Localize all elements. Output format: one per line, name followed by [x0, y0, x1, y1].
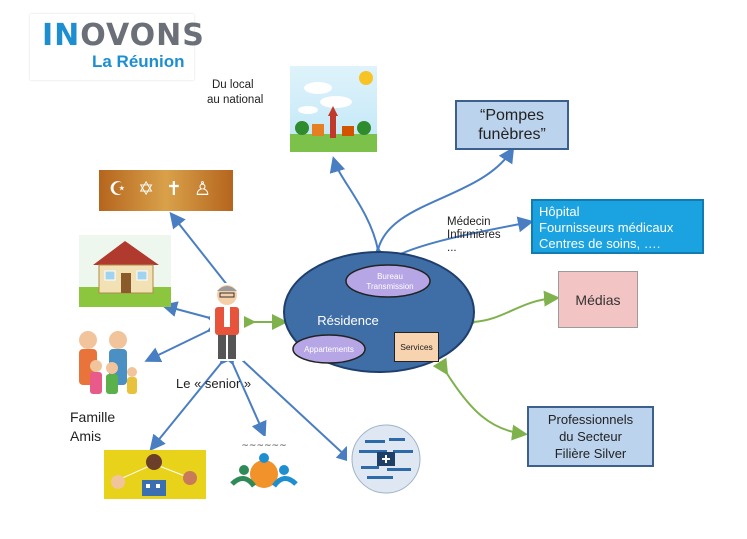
- residence-title: Résidence: [317, 313, 379, 328]
- pros-line2: du Secteur: [559, 429, 622, 444]
- local-national-label: Du local au national: [207, 78, 263, 108]
- medecin-line2: Infirmières: [447, 229, 501, 241]
- bureau-line2: Transmission: [366, 282, 414, 291]
- arrow-senior-globe: [225, 343, 353, 463]
- famille-line: Famille: [70, 409, 116, 425]
- senior-figure: [210, 283, 244, 361]
- network-picture: [104, 450, 206, 499]
- religious-symbols-icon: ☪✡✝♙: [109, 178, 223, 200]
- local-national-line1: Du local: [212, 79, 254, 91]
- house-picture: [79, 235, 171, 307]
- medecin-label: Médecin Infirmières ...: [447, 216, 501, 255]
- health-word-globe-icon: [351, 424, 421, 494]
- logo-prefix: IN: [42, 18, 81, 53]
- arrow-senior-network: [149, 347, 236, 452]
- medecin-line3: ...: [447, 242, 457, 254]
- pompes-funebres-box: “Pompes funèbres”: [455, 100, 569, 150]
- senior-label: Le « senior »: [176, 376, 252, 391]
- village-icon: [290, 71, 377, 152]
- globe-picture: [347, 420, 425, 498]
- famille-amis-label: Famille Amis: [70, 408, 115, 446]
- brand-logo: INOVONS La Réunion: [30, 14, 204, 80]
- bureau-label: Bureau Transmission: [348, 272, 432, 292]
- associations-picture: ~~~~~~: [222, 436, 306, 499]
- pros-line3: Filière Silver: [554, 446, 627, 461]
- services-box: Services: [394, 332, 439, 362]
- local-national-line2: au national: [207, 94, 264, 106]
- pros-line1: Professionnels: [547, 412, 634, 427]
- hopital-box: Hôpital Fournisseurs médicaux Centres de…: [531, 199, 704, 254]
- network-people-icon: [111, 454, 197, 496]
- arrow-residence-village: [329, 156, 389, 264]
- family-icon: [79, 331, 137, 394]
- appartements-label: Appartements: [304, 345, 354, 354]
- medecin-line1: Médecin: [447, 216, 491, 228]
- house-icon: [79, 241, 171, 307]
- pompes-line2: funèbres”: [478, 126, 546, 143]
- religion-banner: ☪✡✝♙: [99, 170, 233, 211]
- arrow-residence-pompes: [377, 146, 515, 251]
- bureau-line1: Bureau: [377, 272, 403, 281]
- residence-ellipse: [283, 251, 475, 373]
- hopital-line3: Centres de soins, ….: [539, 236, 661, 251]
- arrow-senior-religion: [169, 211, 242, 301]
- family-picture: [66, 326, 144, 401]
- senior-person-icon: [215, 285, 239, 359]
- professionnels-box: Professionnels du Secteur Filière Silver: [527, 406, 654, 467]
- amis-line: Amis: [70, 428, 102, 444]
- logo-subtitle: La Réunion: [92, 52, 185, 71]
- arrow-senior-family: [144, 317, 225, 362]
- arrow-senior-associations: [219, 347, 267, 438]
- arrow-residence-hopital: [395, 216, 534, 257]
- hopital-line1: Hôpital: [539, 204, 580, 219]
- svg-text:~~~~~~: ~~~~~~: [241, 441, 286, 451]
- logo-wordmark: INOVONS: [42, 18, 205, 53]
- logo-rest: OVONS: [80, 18, 205, 53]
- associations-icon: ~~~~~~: [230, 441, 298, 488]
- arrow-residence-pros: [432, 357, 528, 441]
- arrow-senior-house: [161, 301, 224, 329]
- hopital-line2: Fournisseurs médicaux: [539, 220, 674, 235]
- pompes-line1: “Pompes: [479, 107, 545, 124]
- village-picture: [290, 66, 377, 152]
- arrow-residence-medias: [460, 290, 560, 331]
- medias-box: Médias: [558, 271, 638, 328]
